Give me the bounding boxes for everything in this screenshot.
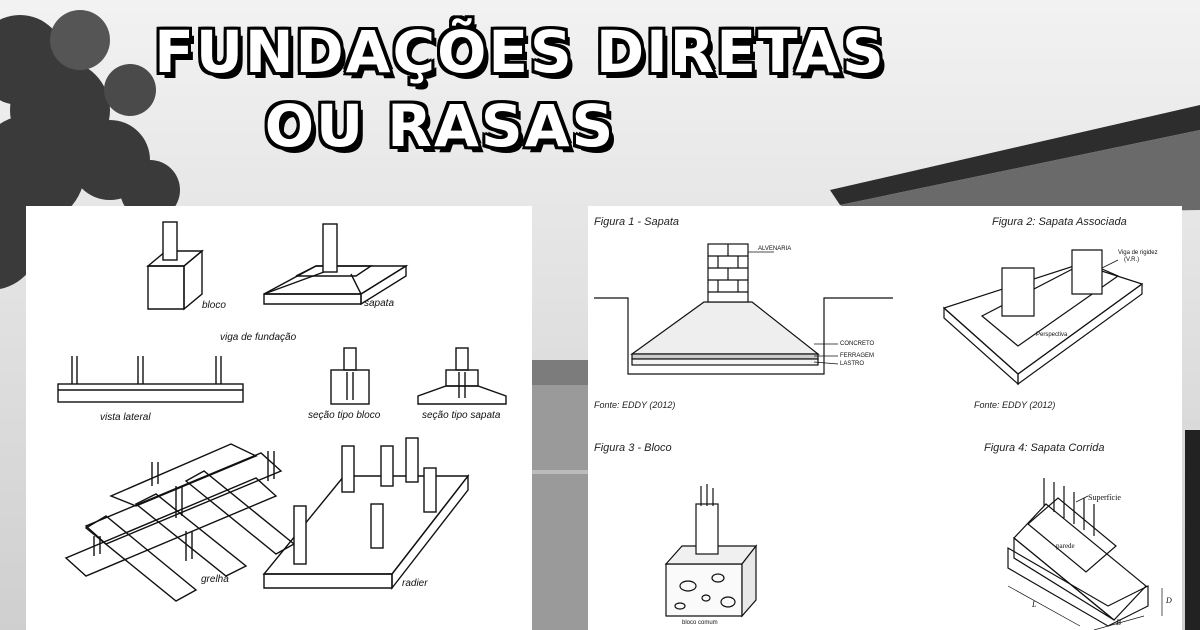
- label-superficie: Superfície: [1088, 493, 1121, 502]
- foundation-types-panel: bloco sapata viga de fundação vista late…: [26, 206, 532, 630]
- figure2-caption: Figura 2: Sapata Associada: [992, 216, 1127, 228]
- label-concreto: CONCRETO: [840, 341, 875, 347]
- figure2-sapata-associada-drawing: [942, 249, 1144, 386]
- secao-sapata-drawing: [417, 347, 507, 405]
- page-title-line2: OU RASAS: [264, 92, 616, 160]
- label-vista-lateral: vista lateral: [100, 412, 151, 423]
- viga-vista-lateral-drawing: [57, 356, 244, 403]
- label-viga-fundacao: viga de fundação: [220, 332, 297, 343]
- figure1-source: Fonte: EDDY (2012): [594, 400, 676, 410]
- label-lastro: LASTRO: [840, 361, 865, 367]
- label-secao-sapata: seção tipo sapata: [422, 410, 501, 421]
- figures-panel: Figura 1 - Sapata Figura 2: Sapata Assoc…: [588, 206, 1182, 630]
- bloco-drawing: [146, 221, 204, 311]
- figures-drawing: [594, 243, 1163, 630]
- secao-bloco-drawing: [330, 347, 370, 405]
- grelha-drawing: [64, 443, 296, 602]
- label-radier: radier: [402, 578, 428, 589]
- figure4-caption: Figura 4: Sapata Corrida: [984, 442, 1105, 454]
- house-silhouette: [830, 105, 1200, 630]
- label-secao-bloco: seção tipo bloco: [308, 410, 381, 421]
- figure1-caption: Figura 1 - Sapata: [594, 216, 679, 228]
- label-dim-b: B: [1116, 618, 1121, 627]
- label-bloco: bloco: [202, 300, 226, 311]
- figure3-caption: Figura 3 - Bloco: [594, 442, 672, 454]
- foundation-types-drawing: [57, 221, 507, 602]
- figure1-sapata-drawing: [594, 243, 893, 375]
- label-perspectiva: Perspectiva: [1036, 332, 1068, 338]
- label-dim-l: L: [1032, 600, 1037, 609]
- label-bloco-comum: bloco comum: [682, 620, 718, 626]
- radier-drawing: [262, 437, 470, 591]
- page-title-line1: FUNDAÇÕES DIRETAS: [154, 18, 886, 86]
- label-sapata: sapata: [364, 298, 395, 309]
- label-viga-abbr: (V.R.): [1124, 257, 1140, 263]
- label-grelha: grelha: [201, 574, 229, 585]
- figure2-source: Fonte: EDDY (2012): [974, 400, 1056, 410]
- label-ferragem: FERRAGEM: [840, 353, 875, 359]
- label-viga-rigidez: Viga de rigidez: [1118, 250, 1158, 256]
- sapata-drawing: [263, 223, 409, 306]
- figure3-bloco-drawing: [664, 484, 758, 618]
- figure4-sapata-corrida-drawing: [1007, 478, 1163, 630]
- label-dim-d: D: [1166, 596, 1172, 605]
- label-parede: parede: [1056, 542, 1075, 550]
- label-alvenaria: ALVENARIA: [758, 246, 792, 252]
